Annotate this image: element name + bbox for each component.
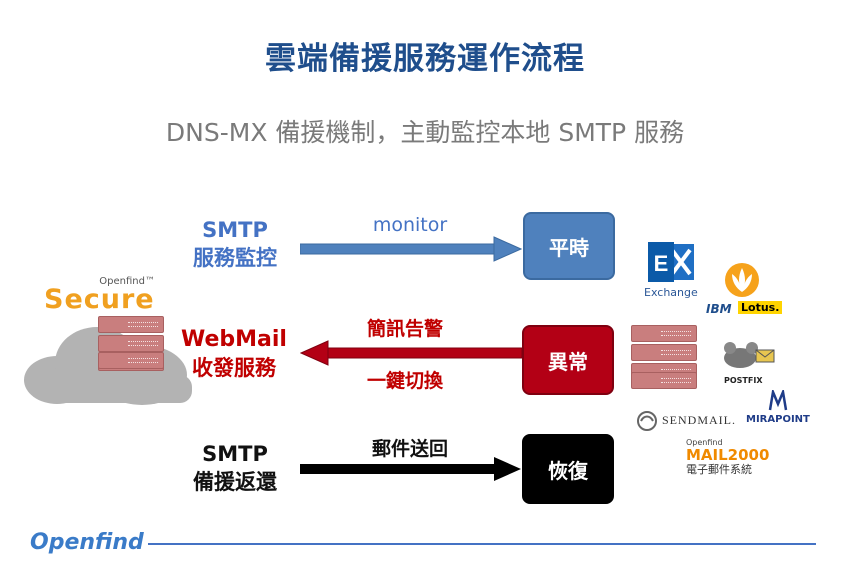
page-subtitle: DNS-MX 備援機制，主動監控本地 SMTP 服務: [165, 118, 685, 147]
left-server-icon-bottom: [98, 352, 164, 382]
row3-arrow-label: 郵件送回: [371, 438, 448, 460]
row1-arrow-label: monitor: [372, 214, 448, 236]
mirapoint-logo: MIRAPOINT: [746, 390, 814, 430]
right-server-icon: [631, 325, 697, 380]
row3-arrow: [300, 457, 521, 481]
footer-brand: Openfind: [30, 530, 144, 555]
status-box-restore: 恢復: [522, 434, 614, 504]
row3-label-line1: SMTP: [202, 442, 268, 466]
secure-logo: Openfind™ Secure: [44, 276, 169, 313]
lotus-label: Lotus.: [738, 301, 783, 314]
postfix-logo: POSTFIX: [718, 338, 786, 385]
row1-label-line1: SMTP: [202, 218, 268, 242]
row2-arrow-label-top: 簡訊告警: [366, 318, 443, 340]
status-box-normal: 平時: [523, 212, 615, 280]
row2-arrow-label-bottom: 一鍵切換: [366, 370, 443, 392]
sendmail-swirl-icon: [637, 411, 657, 431]
row2-label-line1: WebMail: [181, 327, 287, 352]
ibm-label: IBM: [706, 302, 732, 316]
sendmail-label: SENDMAIL.: [662, 413, 736, 427]
mail2000-logo: Openfind MAIL2000 電子郵件系統: [686, 438, 776, 476]
right-server-icon-bottom: [631, 372, 697, 392]
row1-arrow: [300, 236, 522, 262]
sendmail-logo: SENDMAIL.: [636, 410, 751, 432]
mirapoint-m-icon: [768, 390, 788, 411]
row1-label-line2: 服務監控: [193, 246, 277, 270]
secure-logo-big: Secure: [44, 284, 155, 315]
row2-arrow: [300, 340, 522, 366]
footer-divider: [148, 543, 816, 545]
postfix-label: POSTFIX: [724, 376, 763, 385]
mirapoint-label: MIRAPOINT: [746, 414, 810, 425]
exchange-icon: E: [648, 242, 694, 282]
postfix-mouse-icon: [724, 342, 775, 368]
row2-label-line2: 收發服務: [192, 356, 276, 380]
page-title: 雲端備援服務運作流程: [265, 41, 585, 77]
lotus-logo: IBM Lotus.: [704, 262, 784, 322]
exchange-logo: E Exchange: [644, 240, 702, 299]
mail2000-label: MAIL2000: [686, 446, 770, 464]
mail2000-sub: 電子郵件系統: [686, 463, 752, 476]
svg-text:E: E: [654, 251, 669, 276]
lotus-flower-icon: [725, 263, 759, 297]
exchange-label: Exchange: [644, 286, 698, 299]
row1-label: SMTP 服務監控: [180, 216, 290, 272]
mail2000-small: Openfind: [686, 438, 723, 447]
secure-logo-small: Openfind™: [99, 276, 155, 287]
row2-label: WebMail 收發服務: [176, 326, 292, 382]
row3-label: SMTP 備援返還: [180, 440, 290, 496]
status-box-abnormal: 異常: [522, 325, 614, 395]
row3-label-line2: 備援返還: [193, 470, 277, 494]
